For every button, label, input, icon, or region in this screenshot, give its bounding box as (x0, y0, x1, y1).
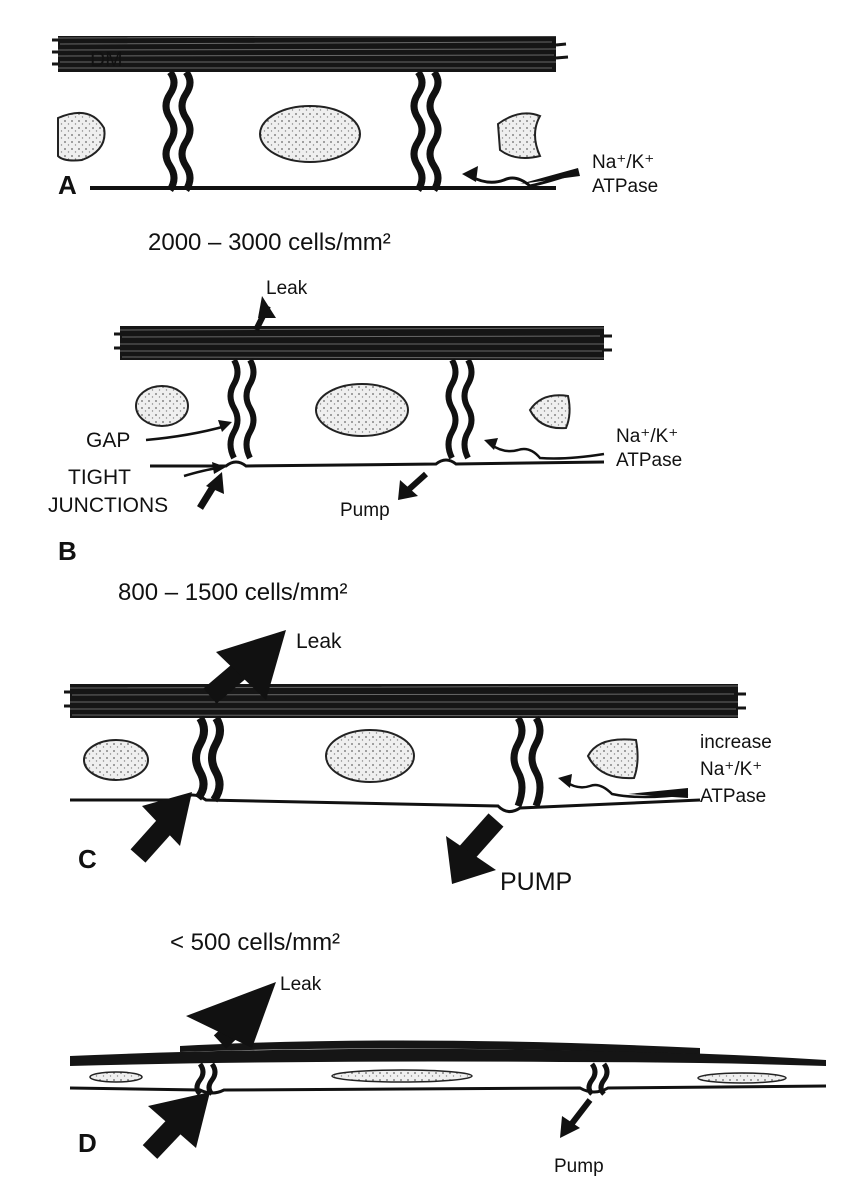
leak-label-c: Leak (296, 630, 342, 653)
panel-c-letter: C (78, 844, 97, 874)
atpase-arrow-b (484, 438, 605, 460)
leak-label-b: Leak (266, 278, 308, 299)
panel-a: DM A Na⁺/K⁺ ATPase (52, 35, 658, 200)
pump-label-b: Pump (340, 500, 390, 521)
atpase-label-c-0: increase (700, 732, 772, 753)
leak-arrow-b (253, 296, 276, 332)
pump-label-c: PUMP (500, 868, 572, 896)
junction-d-left (194, 1062, 218, 1096)
atpase-label-b-1: Na⁺/K⁺ (616, 426, 678, 447)
descemet-membrane-c (64, 684, 746, 718)
junction-c-left (192, 715, 224, 803)
panel-c: 800 – 1500 cells/mm² Leak (64, 579, 772, 896)
pump-arrow-c (446, 813, 504, 884)
panel-d: < 500 cells/mm² Leak (69, 929, 827, 1177)
density-label-d: < 500 cells/mm² (170, 929, 340, 956)
density-label-c: 800 – 1500 cells/mm² (118, 579, 347, 606)
nucleus-a-right (496, 112, 542, 159)
nucleus-d-left (89, 1071, 143, 1083)
junction-b-right (445, 358, 475, 460)
leak-arrow-d (186, 982, 276, 1049)
atpase-label-c-2: ATPase (700, 786, 766, 807)
atpase-arrow-c (558, 774, 689, 799)
gap-pointer-b (145, 420, 232, 442)
density-label-b: 2000 – 3000 cells/mm² (148, 229, 391, 256)
nucleus-b-center (315, 383, 409, 437)
descemet-membrane-d (70, 1040, 826, 1066)
tight-label-2: JUNCTIONS (48, 494, 168, 517)
leak-label-d: Leak (280, 974, 322, 995)
junction-d-right (586, 1062, 610, 1096)
atpase-label-a-2: ATPase (592, 176, 658, 197)
leak-arrow-c (203, 630, 286, 704)
basal-membrane-b (150, 458, 605, 468)
pump-label-d: Pump (554, 1156, 604, 1177)
atpase-arrow-a (462, 166, 580, 188)
nucleus-c-left (83, 739, 149, 781)
panel-b: 2000 – 3000 cells/mm² Leak GAP (48, 229, 682, 566)
entry-arrow-d (142, 1092, 210, 1159)
dm-label: DM (90, 48, 123, 71)
nucleus-a-left (57, 111, 106, 162)
atpase-label-b-2: ATPase (616, 450, 682, 471)
junction-a-right (410, 69, 442, 192)
junction-b-left (227, 358, 257, 460)
descemet-membrane-b (114, 326, 612, 360)
nucleus-d-right (697, 1072, 787, 1084)
panel-d-letter: D (78, 1128, 97, 1158)
nucleus-d-center (331, 1069, 473, 1083)
panel-a-letter: A (58, 170, 77, 200)
nucleus-a-center (259, 105, 361, 163)
nucleus-c-center (325, 729, 415, 783)
pump-arrow-b (398, 471, 429, 500)
descemet-membrane-a (52, 35, 569, 72)
basal-membrane-d (69, 1084, 827, 1095)
junction-c-right (510, 716, 544, 808)
atpase-label-c-1: Na⁺/K⁺ (700, 759, 762, 780)
pump-arrow-d (560, 1098, 593, 1138)
nucleus-b-left (135, 385, 189, 427)
panel-b-letter: B (58, 536, 77, 566)
tight-junction-pointer-b (183, 462, 226, 478)
junction-a-left (162, 69, 194, 192)
entry-arrow-c (130, 792, 192, 863)
nucleus-b-right (528, 394, 571, 430)
tight-junction-arrow-b (197, 472, 224, 510)
atpase-label-a-1: Na⁺/K⁺ (592, 152, 654, 173)
gap-label: GAP (86, 429, 130, 452)
tight-label-1: TIGHT (68, 466, 131, 489)
nucleus-c-right (586, 738, 639, 780)
